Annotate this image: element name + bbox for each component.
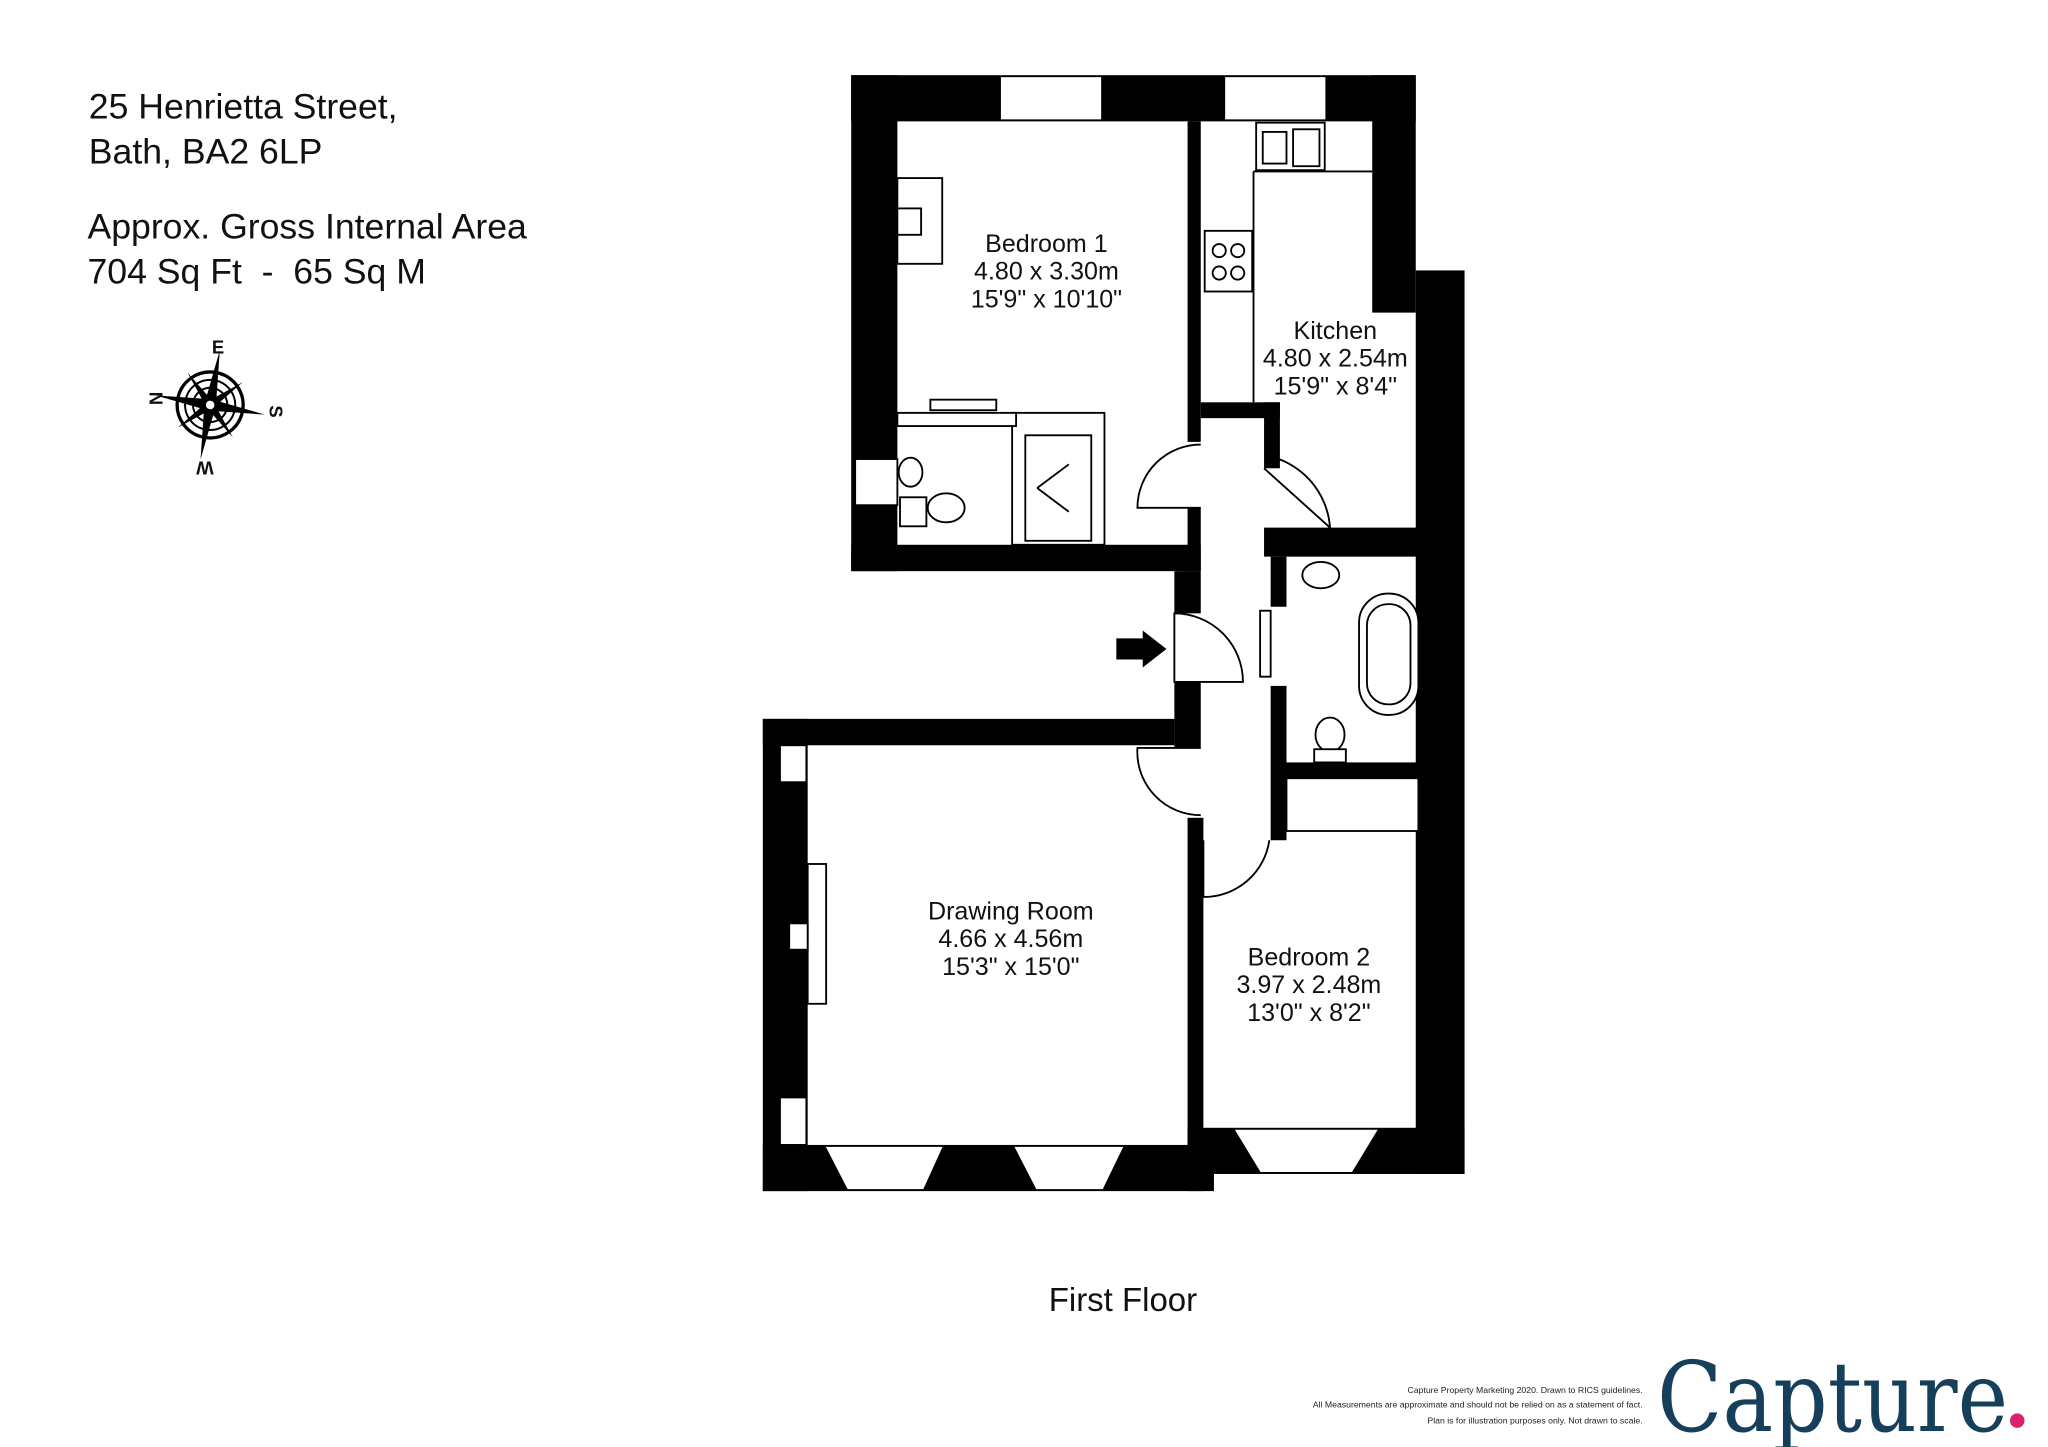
room-bedroom-2: Bedroom 2 3.97 x 2.48m 13'0" x 8'2" [1237,944,1382,1027]
address-line-2: Bath, BA2 6LP [89,132,323,172]
compass-e: E [212,337,224,358]
room-imperial: 13'0" x 8'2" [1247,999,1370,1027]
compass-w: W [196,458,214,479]
disclaimer-line-1: Capture Property Marketing 2020. Drawn t… [1407,1385,1642,1395]
room-metric: 4.80 x 3.30m [974,258,1119,286]
capture-logo: Capture [1657,1341,2025,1447]
compass-icon [155,350,265,460]
area-value: 704 Sq Ft - 65 Sq M [87,252,425,292]
address-line-1: 25 Henrietta Street, [89,87,398,127]
compass-s: S [266,405,287,417]
logo-text: Capture [1657,1341,2008,1447]
area-label: Approx. Gross Internal Area [87,207,527,247]
floor-label: First Floor [1049,1281,1197,1318]
room-name: Bedroom 1 [985,230,1108,258]
disclaimer-line-2: All Measurements are approximate and sho… [1313,1399,1643,1409]
fixtures [854,121,1420,898]
logo-dot [2009,1413,2025,1428]
room-name: Bedroom 2 [1248,944,1371,972]
room-metric: 4.80 x 2.54m [1263,345,1408,373]
room-metric: 4.66 x 4.56m [938,925,1083,953]
room-bedroom-1: Bedroom 1 4.80 x 3.30m 15'9" x 10'10" [971,230,1122,313]
walls [762,75,1465,1192]
compass-n: N [145,392,166,405]
room-drawing-room: Drawing Room 4.66 x 4.56m 15'3" x 15'0" [928,897,1094,980]
room-imperial: 15'3" x 15'0" [942,953,1079,981]
entrance-arrow-icon [1116,630,1167,668]
room-metric: 3.97 x 2.48m [1237,971,1382,999]
room-name: Kitchen [1294,317,1378,345]
disclaimer-line-3: Plan is for illustration purposes only. … [1427,1415,1642,1425]
room-imperial: 15'9" x 10'10" [971,285,1122,313]
room-imperial: 15'9" x 8'4" [1274,372,1397,400]
room-kitchen: Kitchen 4.80 x 2.54m 15'9" x 8'4" [1263,317,1408,400]
room-name: Drawing Room [928,897,1094,925]
